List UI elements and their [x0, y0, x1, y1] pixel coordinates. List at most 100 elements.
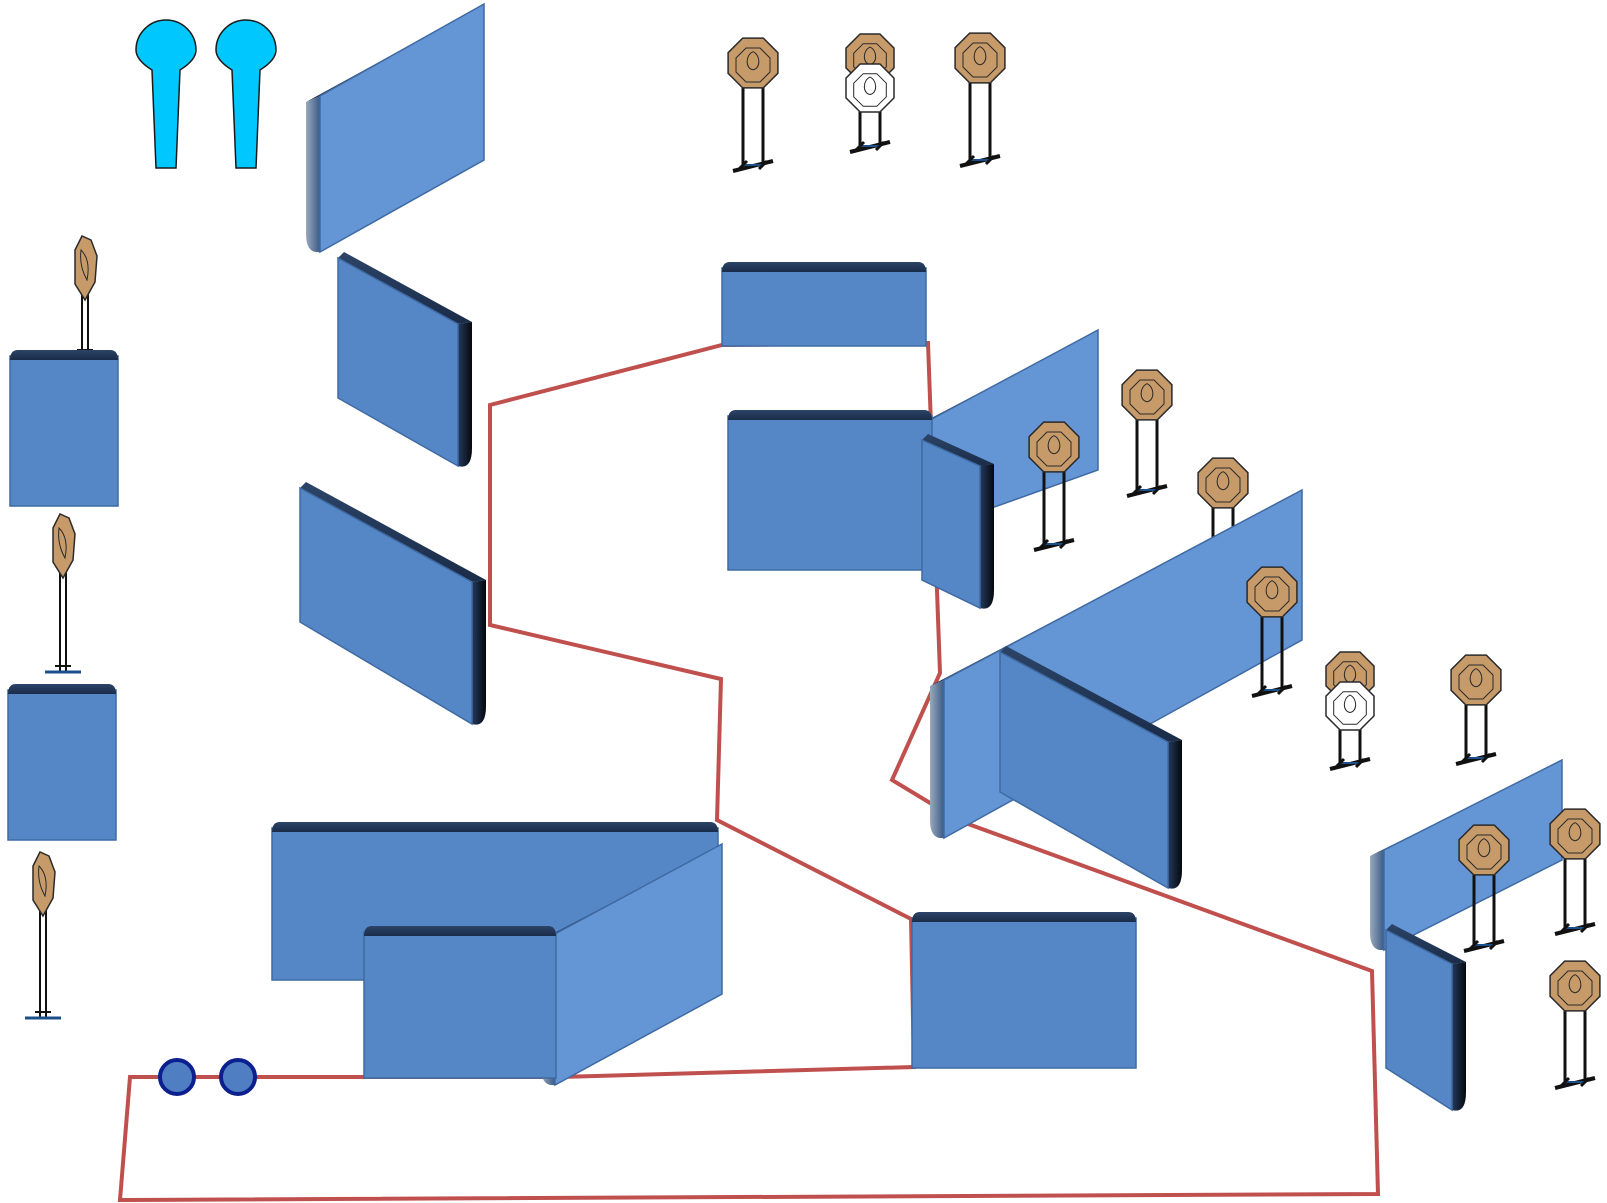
- popper-steel: [135, 19, 197, 169]
- wall-top-edge: [912, 912, 1136, 922]
- target-head-head-zone: [1568, 822, 1582, 842]
- wall: [999, 646, 1182, 890]
- no-shoot: [845, 63, 895, 113]
- no-shoot-head-zone: [863, 76, 877, 96]
- target-head-outer: [1549, 960, 1601, 1012]
- target-head-zone: [1129, 379, 1165, 415]
- start-marker: [158, 1058, 196, 1096]
- stand-foot: [1038, 538, 1050, 550]
- wall-top-edge: [8, 684, 116, 694]
- wall-face: [1385, 928, 1453, 1112]
- popper-steel: [215, 19, 277, 169]
- wall-top-edge: [338, 252, 472, 324]
- target-zone-side: [38, 864, 47, 898]
- target-head-side: [32, 851, 56, 918]
- target-head-head-zone: [1265, 580, 1279, 600]
- target-head-zone: [1205, 467, 1241, 503]
- no-shoot-outer: [845, 63, 895, 113]
- stand-foot: [1559, 922, 1571, 934]
- target-head-head-zone: [1140, 383, 1154, 403]
- wall-face: [999, 650, 1169, 890]
- no-shoot-outer: [1325, 681, 1375, 731]
- target: [1028, 421, 1080, 552]
- target-head-side: [52, 513, 76, 580]
- wall-top-edge: [364, 926, 556, 936]
- wall-side-edge: [472, 580, 486, 725]
- wall-top-edge: [1000, 646, 1182, 742]
- popper: [135, 19, 197, 169]
- target-head-head-zone: [1568, 974, 1582, 994]
- target-head: [1549, 960, 1601, 1012]
- target-zone-side: [58, 526, 67, 560]
- wall-top-edge: [922, 434, 994, 466]
- target: [1450, 654, 1502, 766]
- target-head-side: [74, 235, 98, 302]
- stand-foot: [1579, 1076, 1591, 1088]
- wall-top-edge: [272, 822, 718, 832]
- start-markers: [158, 1058, 257, 1096]
- wall-side-edge: [1168, 740, 1182, 889]
- target-head-zone: [1458, 664, 1494, 700]
- wall-side-edge: [1370, 850, 1384, 951]
- stand-foot: [1460, 752, 1472, 764]
- target: [1549, 960, 1601, 1090]
- target-head-head-zone: [746, 51, 760, 71]
- stand-foot: [874, 140, 886, 152]
- wall-side-edge: [930, 680, 944, 839]
- start-marker: [219, 1058, 257, 1096]
- target-head-outer: [727, 37, 779, 89]
- target-head-head-zone: [1047, 435, 1061, 455]
- wall: [911, 912, 1137, 1069]
- wall-face: [337, 256, 459, 468]
- wall-top-edge: [10, 350, 118, 360]
- wall-side-edge: [306, 96, 320, 253]
- target-head-zone: [1036, 431, 1072, 467]
- wall: [721, 262, 927, 347]
- stand-foot: [854, 140, 866, 152]
- wall-face: [921, 438, 981, 610]
- target-head-outer: [1549, 808, 1601, 860]
- target: [1325, 651, 1375, 771]
- no-shoot-head-zone: [1343, 694, 1357, 714]
- no-shoot: [1325, 681, 1375, 731]
- target-head-outer: [1028, 421, 1080, 473]
- wall: [306, 2, 485, 254]
- target-head-zone: [1557, 970, 1593, 1006]
- target-head-outer: [1458, 824, 1510, 876]
- stand-foot: [1334, 757, 1346, 769]
- no-shoot-zone: [1333, 691, 1367, 725]
- stand-foot: [1276, 684, 1288, 696]
- wall-side-edge: [1452, 962, 1466, 1111]
- target-head: [1028, 421, 1080, 473]
- target-head-head-zone: [1216, 471, 1230, 491]
- target: [1121, 369, 1173, 498]
- target-head-head-zone: [1469, 668, 1483, 688]
- target-head-outer: [1450, 654, 1502, 706]
- wall-face: [7, 689, 117, 841]
- target: [727, 37, 779, 173]
- target-head-outer: [1121, 369, 1173, 421]
- stand-foot: [1468, 939, 1480, 951]
- target-head: [1549, 808, 1601, 860]
- wall: [299, 482, 486, 726]
- wall-face: [363, 931, 557, 1079]
- stand-foot: [964, 154, 976, 166]
- target: [954, 32, 1006, 168]
- wall: [7, 684, 117, 841]
- stand-foot: [1131, 484, 1143, 496]
- wall-top-edge: [722, 262, 926, 272]
- wall-side-edge: [458, 322, 472, 467]
- target: [1458, 824, 1510, 953]
- target-head-outer: [1197, 457, 1249, 509]
- target: [25, 851, 61, 1020]
- stand-foot: [757, 159, 769, 171]
- stand-foot: [984, 154, 996, 166]
- wall: [337, 252, 472, 468]
- wall-top-edge: [300, 482, 486, 582]
- wall-top-edge: [728, 410, 932, 420]
- target: [45, 513, 81, 674]
- target-head-zone: [1254, 576, 1290, 612]
- target: [1246, 566, 1298, 698]
